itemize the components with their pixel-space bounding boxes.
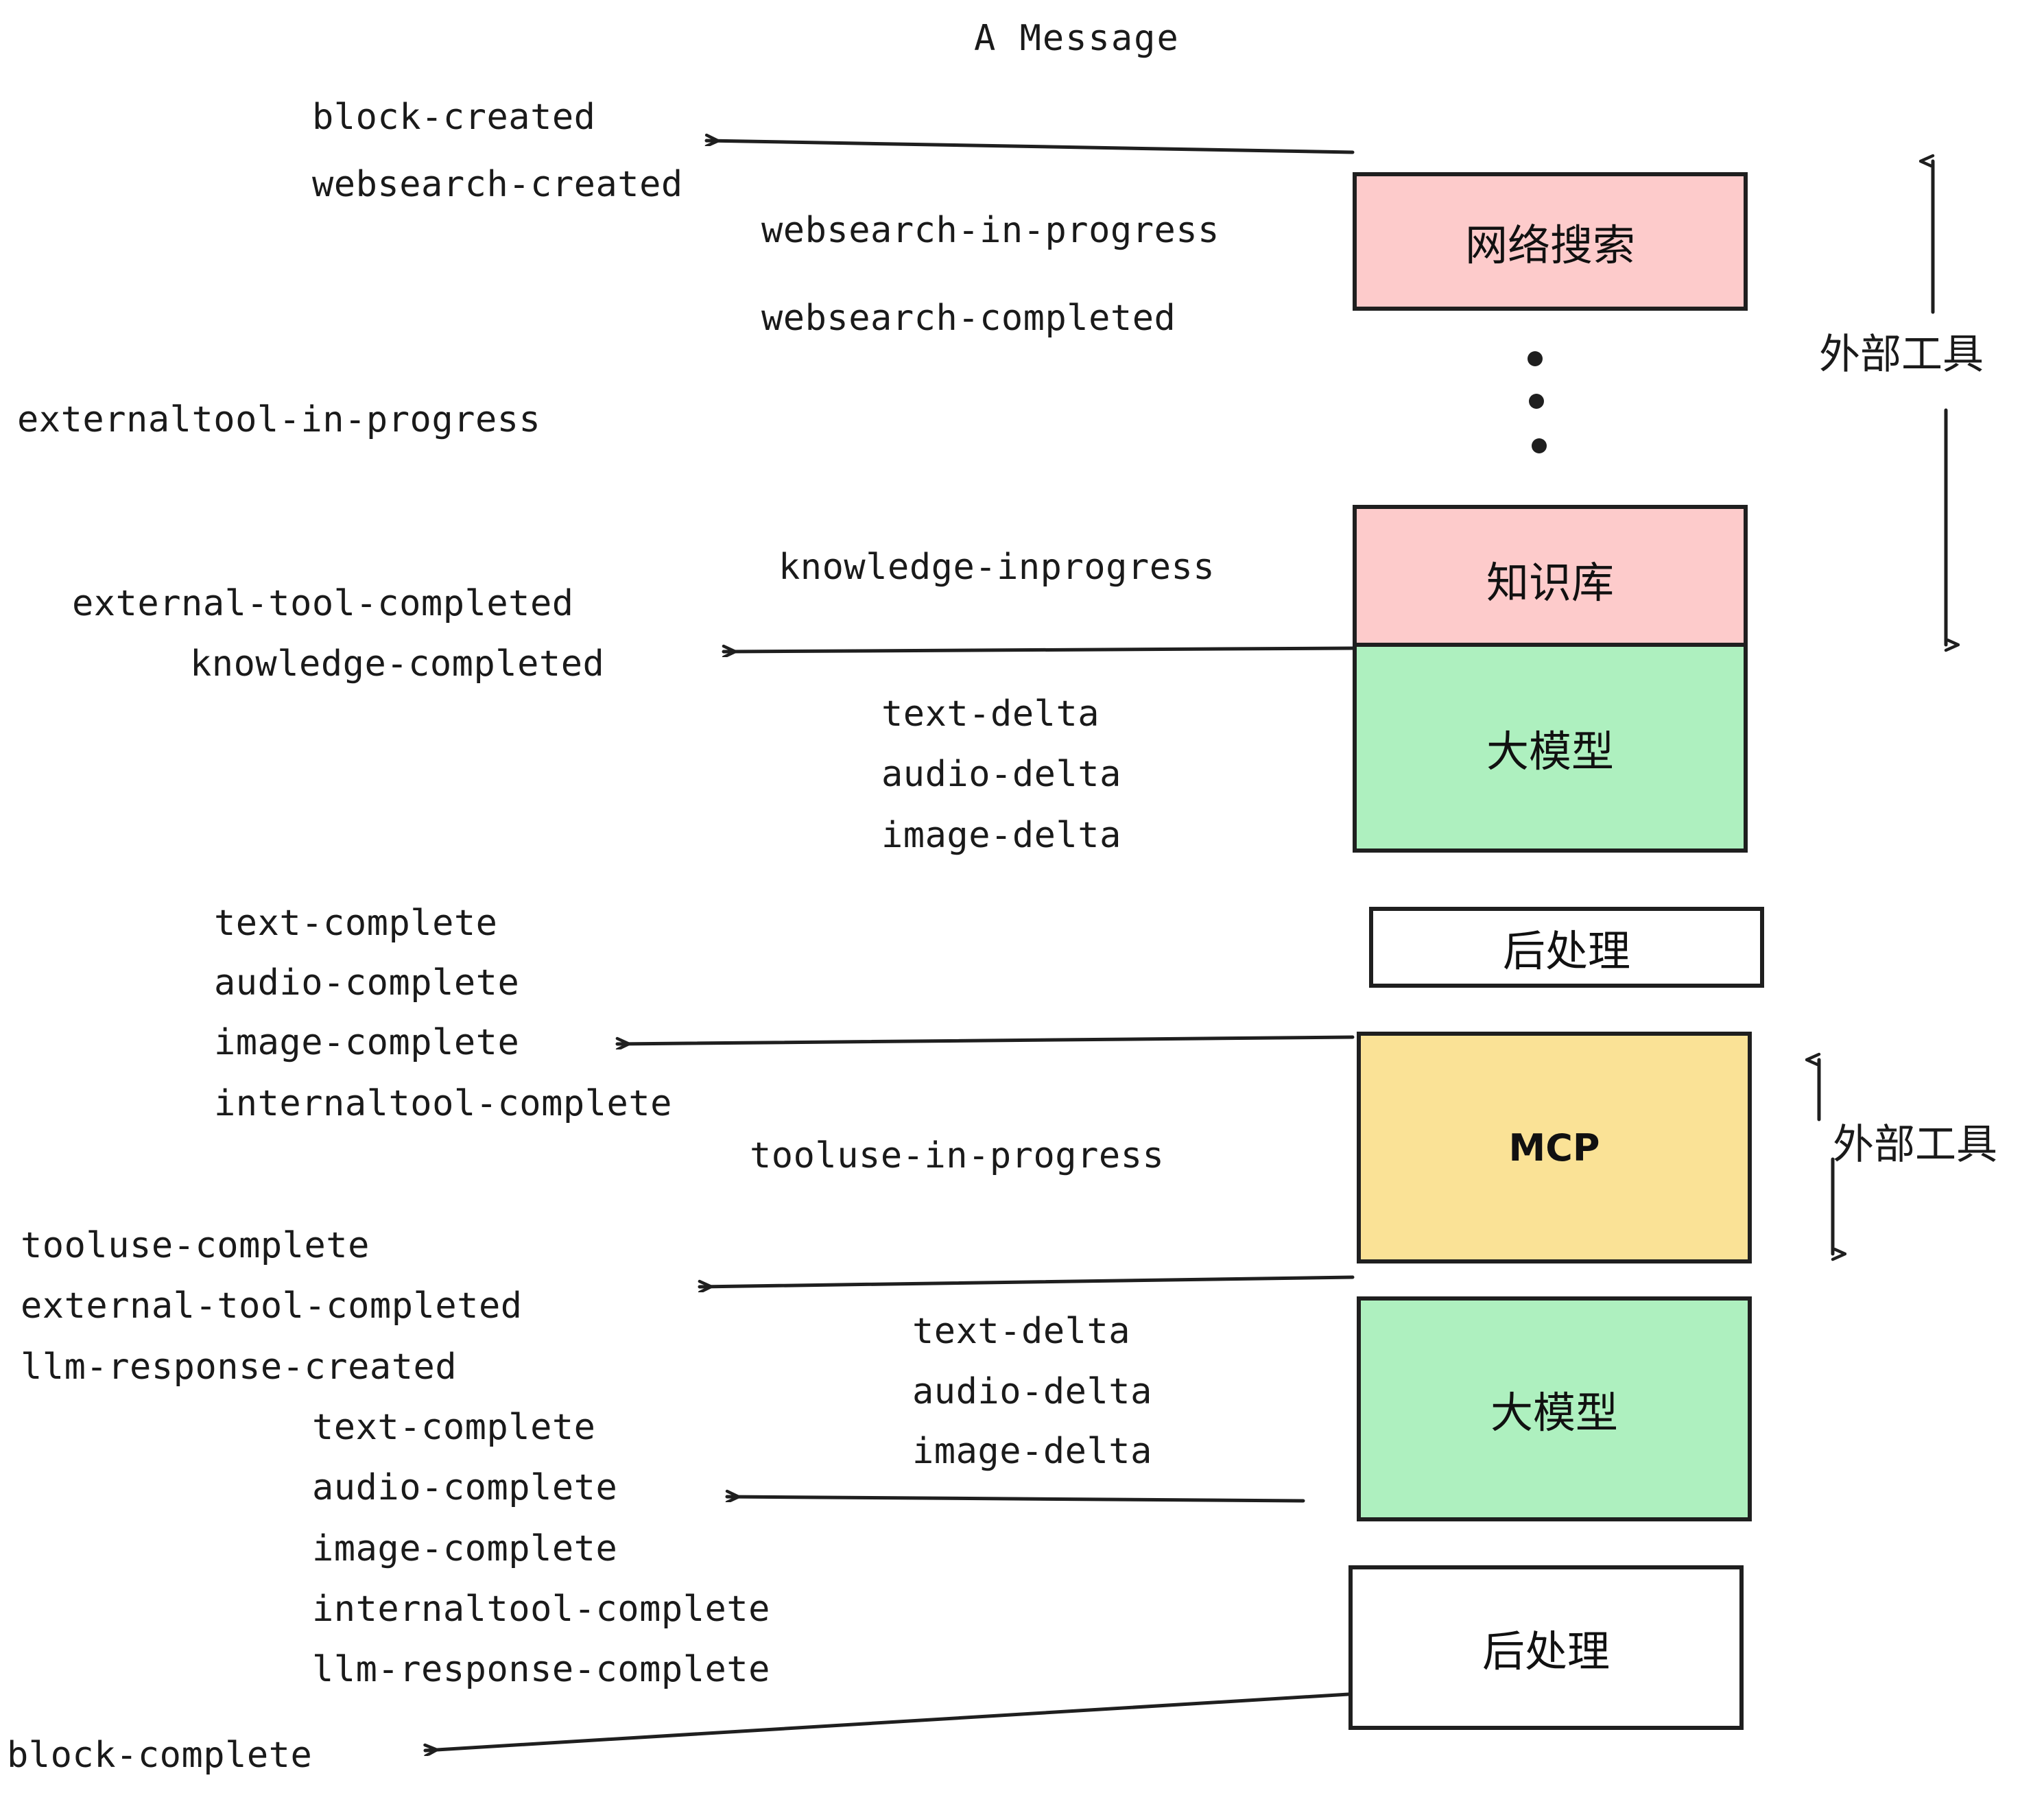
side-label-external-tool-bottom: 外部工具 <box>1833 1121 1997 1169</box>
event-label: text-delta <box>912 1311 1131 1352</box>
event-label: tooluse-complete <box>21 1225 370 1266</box>
arrow-block-created <box>704 141 1355 154</box>
event-label: audio-delta <box>881 754 1121 795</box>
side-label-external-tool-top: 外部工具 <box>1819 331 1984 379</box>
component-box-postprocess-1[interactable]: 后处理 <box>1369 907 1764 988</box>
event-label: external-tool-completed <box>21 1285 523 1327</box>
ellipsis-dot-icon <box>1529 394 1544 409</box>
component-box-postprocess-2[interactable]: 后处理 <box>1348 1565 1744 1730</box>
component-box-label: 后处理 <box>1482 1626 1610 1676</box>
component-box-llm-1[interactable]: 大模型 <box>1353 643 1748 853</box>
component-box-label: 网络搜索 <box>1464 220 1635 270</box>
arrow-block-complete <box>425 1692 1351 1750</box>
event-label: image-delta <box>912 1431 1152 1472</box>
component-box-knowledgebase[interactable]: 知识库 <box>1353 505 1748 653</box>
event-label: tooluse-in-progress <box>750 1135 1165 1176</box>
event-label: text-complete <box>214 903 498 944</box>
event-label: image-complete <box>214 1022 520 1063</box>
event-label: audio-complete <box>312 1467 618 1508</box>
event-label: llm-response-created <box>21 1346 457 1388</box>
event-label: text-complete <box>312 1407 596 1448</box>
arrow-tooluse-complete <box>698 1275 1355 1287</box>
ellipsis-dot-icon <box>1532 438 1547 453</box>
event-label: llm-response-complete <box>312 1649 770 1690</box>
event-label: knowledge-inprogress <box>779 547 1215 588</box>
event-label: image-complete <box>312 1528 618 1569</box>
event-label: audio-complete <box>214 962 520 1004</box>
event-label: websearch-in-progress <box>761 210 1220 251</box>
event-label: externaltool-in-progress <box>17 399 541 440</box>
event-label: external-tool-completed <box>72 583 574 624</box>
component-box-llm-2[interactable]: 大模型 <box>1357 1296 1752 1521</box>
ellipsis-dot-icon <box>1528 351 1543 366</box>
event-label: internaltool-complete <box>214 1083 672 1124</box>
arrow-image-complete <box>615 1035 1355 1044</box>
event-label: internaltool-complete <box>312 1589 770 1630</box>
event-label: block-complete <box>7 1735 313 1776</box>
event-label: websearch-completed <box>761 298 1176 339</box>
event-label: knowledge-completed <box>190 643 605 685</box>
event-label: text-delta <box>881 693 1100 735</box>
component-box-label: 大模型 <box>1490 1388 1618 1438</box>
event-label: block-created <box>312 97 596 138</box>
component-box-label: 大模型 <box>1486 726 1614 776</box>
component-box-label: MCP <box>1508 1126 1600 1170</box>
event-label: audio-delta <box>912 1371 1152 1412</box>
component-box-mcp[interactable]: MCP <box>1357 1032 1752 1263</box>
arrow-knowledge <box>722 648 1355 652</box>
event-label: image-delta <box>881 815 1121 856</box>
component-box-label: 后处理 <box>1502 926 1630 976</box>
component-box-websearch[interactable]: 网络搜索 <box>1353 172 1748 311</box>
event-label: websearch-created <box>312 164 683 205</box>
page-title: A Message <box>974 18 1180 59</box>
component-box-label: 知识库 <box>1486 558 1614 608</box>
arrow-audio-complete <box>725 1497 1305 1503</box>
